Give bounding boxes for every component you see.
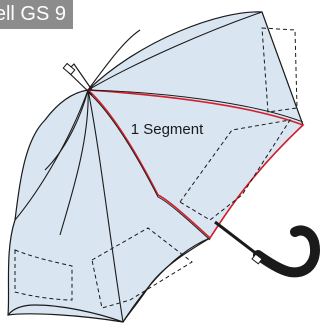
segment-highlight: [85, 89, 305, 240]
print-area-bottom-middle: [91, 227, 193, 309]
print-area-bottom-left: [14, 249, 73, 301]
print-areas: [14, 27, 298, 309]
umbrella-ribs: [14, 11, 263, 323]
canopy-hem: [7, 237, 211, 323]
print-area-segment: [179, 119, 292, 221]
umbrella-canopy: [7, 11, 304, 323]
model-tag-text: dell GS 9: [0, 3, 66, 25]
model-tag: dell GS 9: [0, 0, 73, 29]
segment-outline: [87, 89, 304, 241]
segment-label: 1 Segment: [131, 121, 204, 138]
tip-cap: [62, 62, 76, 76]
print-area-top-right: [261, 27, 298, 113]
handle-band: [251, 253, 263, 265]
umbrella-handle: [253, 225, 320, 278]
